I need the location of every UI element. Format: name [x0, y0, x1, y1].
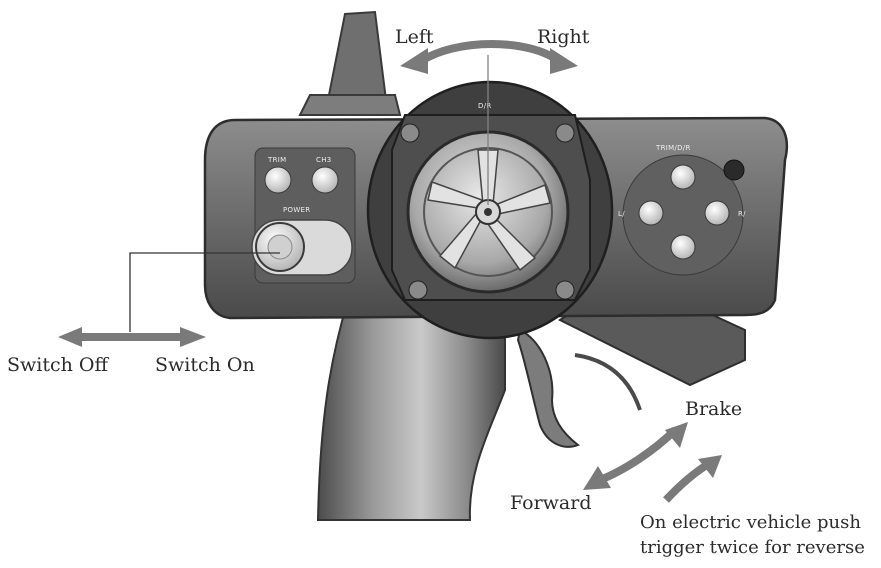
trim-button-left — [264, 166, 292, 194]
trim-dr-panel — [622, 154, 744, 276]
trim-button-down — [670, 234, 696, 260]
reverse-direction-arrow — [663, 455, 722, 503]
reverse-note-line2: trigger twice for reverse — [640, 537, 865, 558]
steering-direction-arrow — [400, 40, 578, 74]
throttle-direction-arrow — [583, 422, 688, 490]
ch3-caption: CH3 — [316, 156, 332, 164]
trim-button-up — [670, 164, 696, 190]
power-caption: POWER — [283, 206, 310, 214]
trim-button-left-r — [638, 200, 664, 226]
steering-right-label: Right — [537, 26, 590, 48]
r-caption: R/ — [738, 210, 746, 218]
power-direction-arrow — [58, 327, 206, 347]
hand-grip — [316, 299, 506, 521]
dr-caption: D/R — [478, 102, 492, 110]
trim-st-caption: TRIM — [267, 156, 286, 164]
steering-left-label: Left — [395, 26, 434, 48]
brake-label: Brake — [685, 398, 743, 420]
trim-dr-caption: TRIM/D/R — [655, 144, 691, 152]
throttle-trigger — [516, 328, 581, 448]
trim-button-right-r — [704, 200, 730, 226]
led-indicator — [723, 159, 745, 181]
l-caption: L/ — [618, 210, 625, 218]
switch-off-label: Switch Off — [7, 354, 108, 376]
reverse-note-line1: On electric vehicle push — [640, 512, 861, 533]
trim-button-right — [311, 166, 339, 194]
power-pointer-line — [129, 252, 280, 332]
forward-label: Forward — [510, 492, 592, 514]
reverse-note: On electric vehicle push trigger twice f… — [640, 510, 865, 560]
antenna — [326, 10, 388, 101]
switch-on-label: Switch On — [155, 354, 255, 376]
